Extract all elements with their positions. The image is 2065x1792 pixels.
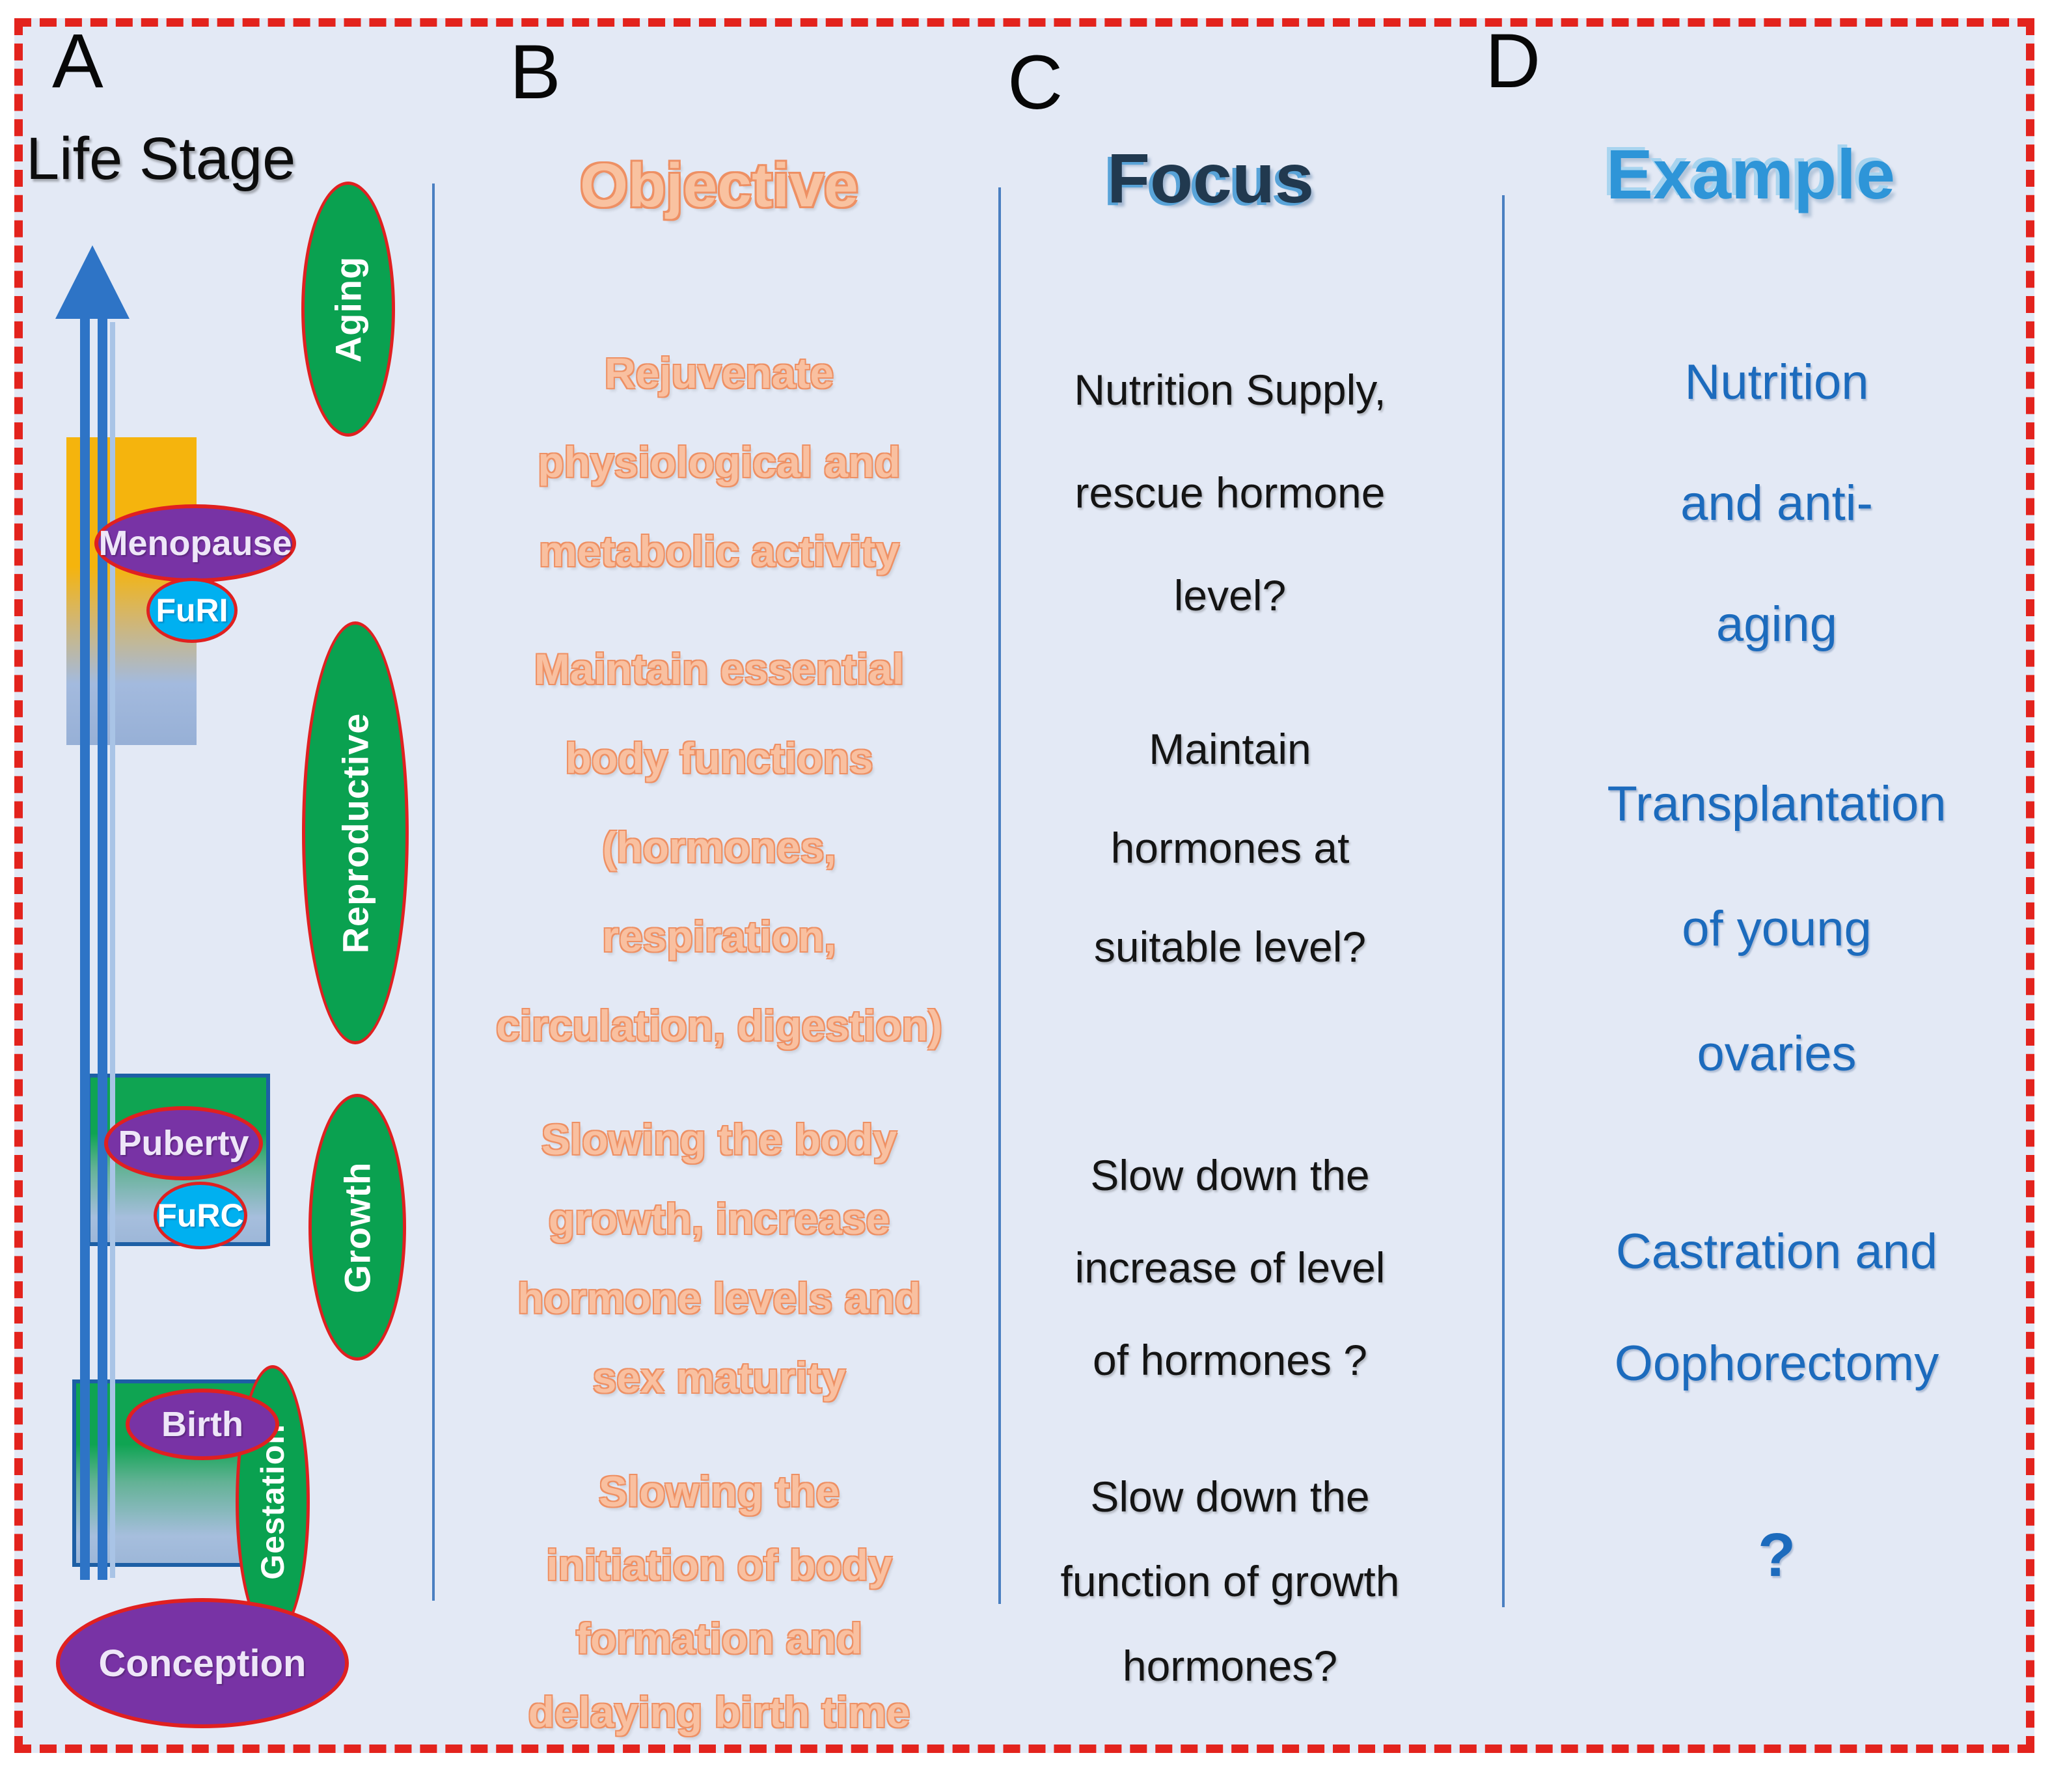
marker-label-furi: FuRI [156,592,228,629]
focus-paragraph-reproductive: Maintain hormones at suitable level? [989,699,1471,996]
timeline-arrow-shaft-left [80,318,90,1580]
objective-line: circulation, digestion) [496,1001,942,1050]
event-label-conception: Conception [98,1642,307,1685]
objective-line: Maintain essential [534,645,905,693]
objective-line: respiration, [602,912,836,960]
example-line: of young [1682,901,1872,957]
stage-label-aging: Aging [327,256,369,362]
focus-paragraph-aging: Nutrition Supply, rescue hormone level? [989,338,1471,647]
example-line: Castration and [1615,1224,1938,1279]
focus-header: Focus [1106,139,1315,217]
focus-line: of hormones ? [1093,1336,1367,1384]
focus-line: increase of level [1074,1243,1386,1292]
separator-a-b [432,183,435,1601]
life-stage-header: Life Stage [26,126,296,192]
focus-line: hormones at [1110,824,1350,872]
column-letter-b: B [510,29,561,115]
marker-ellipse-furc: FuRC [154,1182,247,1249]
focus-paragraph-gestation: Slow down the function of growth hormone… [989,1454,1471,1708]
objective-header: Objective [580,151,858,220]
column-letter-d: D [1485,18,1541,104]
stage-label-growth: Growth [336,1161,378,1293]
timeline-arrow-shadow [110,322,115,1578]
objective-paragraph-reproductive: Maintain essential body functions (hormo… [446,625,992,1070]
objective-line: growth, increase [548,1195,890,1243]
event-ellipse-conception: Conception [56,1598,349,1728]
example-line: and anti- [1680,476,1873,531]
objective-line: delaying birth time [528,1688,910,1736]
objective-paragraph-gestation: Slowing the initiation of body formation… [446,1455,992,1749]
stage-ellipse-aging: Aging [301,182,395,437]
event-label-puberty: Puberty [118,1124,249,1163]
event-ellipse-puberty: Puberty [104,1106,263,1180]
event-ellipse-menopause: Menopause [94,504,296,582]
example-item-growth: Castration and Oophorectomy [1510,1196,2044,1420]
objective-line: (hormones, [602,823,836,871]
separator-b-c [998,187,1001,1604]
objective-line: physiological and [538,438,901,486]
marker-label-furc: FuRC [157,1197,244,1234]
event-label-birth: Birth [161,1405,243,1444]
timeline-arrow-shaft-right [98,318,107,1580]
example-line: ovaries [1697,1026,1857,1081]
stage-ellipse-reproductive: Reproductive [302,621,409,1044]
focus-line: rescue hormone [1074,468,1386,517]
example-header: Example [1606,135,1896,213]
objective-line: Slowing the [598,1467,840,1515]
example-line: Oophorectomy [1614,1336,1939,1391]
example-item-aging: Nutrition and anti- aging [1510,322,2044,685]
focus-paragraph-growth: Slow down the increase of level of hormo… [989,1129,1471,1406]
stage-label-reproductive: Reproductive [335,713,376,953]
timeline-arrow-head-icon [55,245,130,319]
objective-line: body functions [565,734,873,782]
focus-line: level? [1173,571,1287,619]
objective-line: initiation of body [546,1541,892,1589]
event-ellipse-birth: Birth [126,1389,279,1460]
marker-ellipse-furi: FuRI [146,578,238,643]
example-line: Nutrition [1684,355,1869,410]
objective-line: Slowing the body [541,1115,897,1163]
example-line: Transplantation [1607,776,1947,832]
focus-line: Maintain [1149,725,1311,773]
focus-line: Slow down the [1090,1151,1370,1199]
objective-line: sex maturity [592,1353,846,1402]
objective-line: hormone levels and [517,1274,921,1322]
example-question-mark: ? [1757,1521,1796,1590]
column-letter-a: A [52,18,103,104]
example-item-gestation: ? [1510,1516,2044,1594]
stage-ellipse-growth: Growth [308,1094,406,1361]
column-letter-c: C [1007,40,1063,126]
objective-line: Rejuvenate [604,349,834,397]
focus-line: Slow down the [1090,1473,1370,1521]
event-label-menopause: Menopause [98,524,292,563]
focus-line: hormones? [1122,1642,1338,1690]
objective-line: formation and [576,1614,862,1663]
objective-line: metabolic activity [539,527,899,575]
focus-line: function of growth [1060,1557,1400,1605]
example-item-reproductive: Transplantation of young ovaries [1510,742,2044,1117]
separator-c-d [1502,195,1505,1607]
example-line: aging [1716,597,1837,652]
objective-paragraph-growth: Slowing the body growth, increase hormon… [446,1100,992,1417]
focus-line: Nutrition Supply, [1074,366,1386,414]
focus-line: suitable level? [1093,923,1367,971]
objective-paragraph-aging: Rejuvenate physiological and metabolic a… [446,329,992,596]
